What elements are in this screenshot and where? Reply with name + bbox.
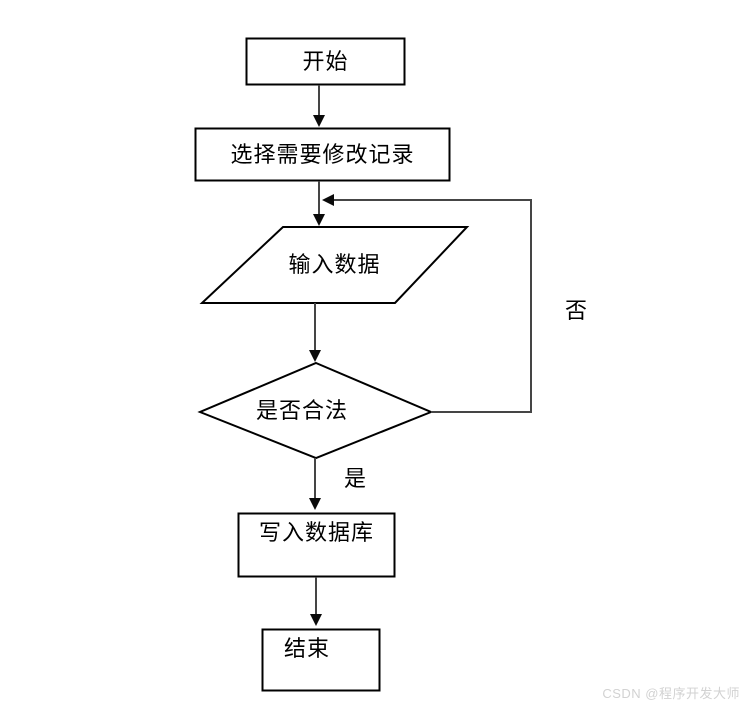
edge-no-loop-line [334,199,532,413]
edge-write-end-arrowhead [310,614,322,626]
node-write-db-shape [237,512,396,578]
edge-select-input-arrowhead [313,214,325,226]
node-input-data-label: 输入数据 [288,252,381,277]
edge-input-validate-arrowhead [309,350,321,362]
node-start-shape [245,37,406,86]
node-validate-label: 是否合法 [255,397,348,423]
edge-no-loop-arrowhead [322,194,334,206]
edge-label-no: 否 [565,298,588,323]
edge-label-yes: 是 [344,466,367,491]
watermark-text: CSDN @程序开发大师 [602,686,740,701]
node-start-label: 开始 [302,48,349,74]
node-write-db-label: 写入数据库 [258,520,374,545]
edge-start-select-arrowhead [313,115,325,127]
edge-validate-write-arrowhead [309,498,321,510]
node-input-data-shape [199,226,470,304]
node-select-record-label: 选择需要修改记录 [230,141,415,167]
node-end-label: 结束 [284,636,331,661]
node-select-record-shape [194,127,451,182]
node-end-shape [261,628,381,692]
